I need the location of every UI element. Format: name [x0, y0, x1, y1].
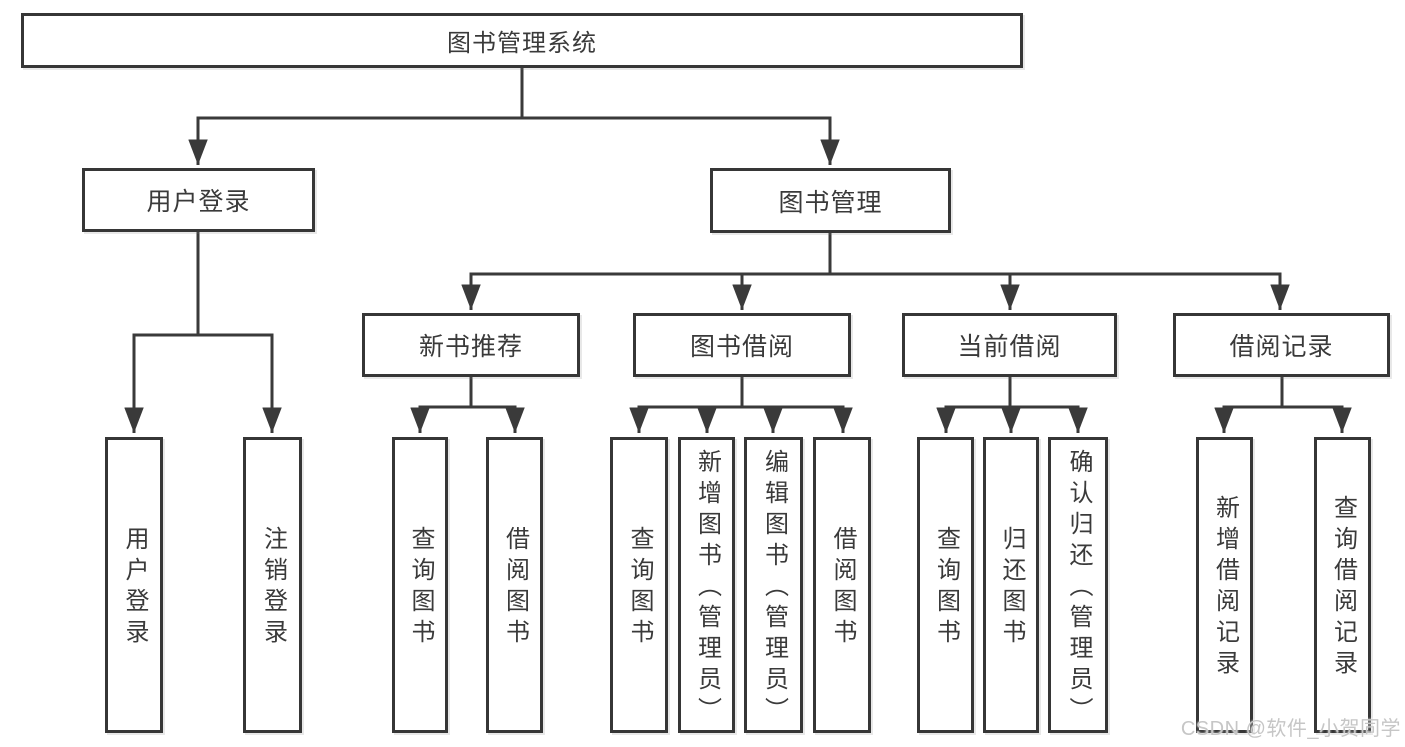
node-root-system: 图书管理系统 — [21, 13, 1023, 68]
leaf-query-books-borrow: 查询图书 — [610, 437, 668, 733]
connectors-root — [188, 68, 840, 165]
leaf-add-book-admin-label: 新增图书（管理员） — [693, 448, 721, 728]
leaf-borrow-books-label: 借阅图书 — [829, 526, 856, 650]
connectors-borrow-records — [1214, 377, 1352, 433]
leaf-query-books-recommend-label: 查询图书 — [407, 526, 434, 650]
leaf-logout-label: 注销登录 — [259, 526, 287, 650]
node-user-login-label: 用户登录 — [146, 188, 251, 216]
leaf-logout: 注销登录 — [243, 437, 302, 733]
watermark-text: CSDN @软件_小贺同学 — [1180, 718, 1401, 740]
node-current-borrow-label: 当前借阅 — [957, 333, 1062, 361]
connectors-new-book-recommend — [410, 377, 525, 433]
leaf-user-login-label: 用户登录 — [121, 526, 148, 650]
leaf-query-books-borrow-label: 查询图书 — [626, 526, 653, 650]
connectors-current-borrow — [936, 377, 1088, 433]
leaf-add-borrow-record-label: 新增借阅记录 — [1211, 495, 1239, 681]
leaf-query-borrow-record-label: 查询借阅记录 — [1329, 495, 1357, 681]
leaf-return-book: 归还图书 — [983, 437, 1039, 733]
leaf-query-books-current-label: 查询图书 — [932, 526, 960, 650]
node-book-borrow-label: 图书借阅 — [689, 333, 794, 361]
node-user-login: 用户登录 — [82, 168, 315, 232]
leaf-query-books-recommend: 查询图书 — [392, 437, 448, 733]
node-new-book-recommend-label: 新书推荐 — [418, 333, 523, 361]
leaf-query-books-current: 查询图书 — [917, 437, 974, 733]
leaf-add-book-admin: 新增图书（管理员） — [678, 437, 735, 733]
node-book-borrow: 图书借阅 — [633, 313, 851, 377]
connectors-book-management — [461, 233, 1290, 310]
connectors-user-login — [124, 232, 282, 433]
connectors-book-borrow — [629, 377, 853, 433]
leaf-return-book-label: 归还图书 — [998, 526, 1025, 650]
node-book-management: 图书管理 — [710, 168, 951, 233]
node-new-book-recommend: 新书推荐 — [362, 313, 580, 377]
leaf-confirm-return-admin: 确认归还（管理员） — [1048, 437, 1108, 733]
node-root-system-label: 图书管理系统 — [447, 30, 597, 57]
leaf-query-borrow-record: 查询借阅记录 — [1314, 437, 1371, 733]
node-current-borrow: 当前借阅 — [902, 313, 1117, 377]
node-borrow-records: 借阅记录 — [1173, 313, 1390, 377]
leaf-confirm-return-admin-label: 确认归还（管理员） — [1065, 448, 1092, 728]
leaf-edit-book-admin-label: 编辑图书（管理员） — [760, 448, 788, 728]
node-borrow-records-label: 借阅记录 — [1229, 333, 1334, 361]
leaf-user-login: 用户登录 — [105, 437, 163, 733]
leaf-borrow-books-recommend: 借阅图书 — [486, 437, 543, 733]
leaf-borrow-books: 借阅图书 — [813, 437, 871, 733]
leaf-borrow-books-recommend-label: 借阅图书 — [501, 526, 529, 650]
leaf-add-borrow-record: 新增借阅记录 — [1196, 437, 1253, 733]
leaf-edit-book-admin: 编辑图书（管理员） — [744, 437, 803, 733]
node-book-management-label: 图书管理 — [778, 188, 883, 217]
